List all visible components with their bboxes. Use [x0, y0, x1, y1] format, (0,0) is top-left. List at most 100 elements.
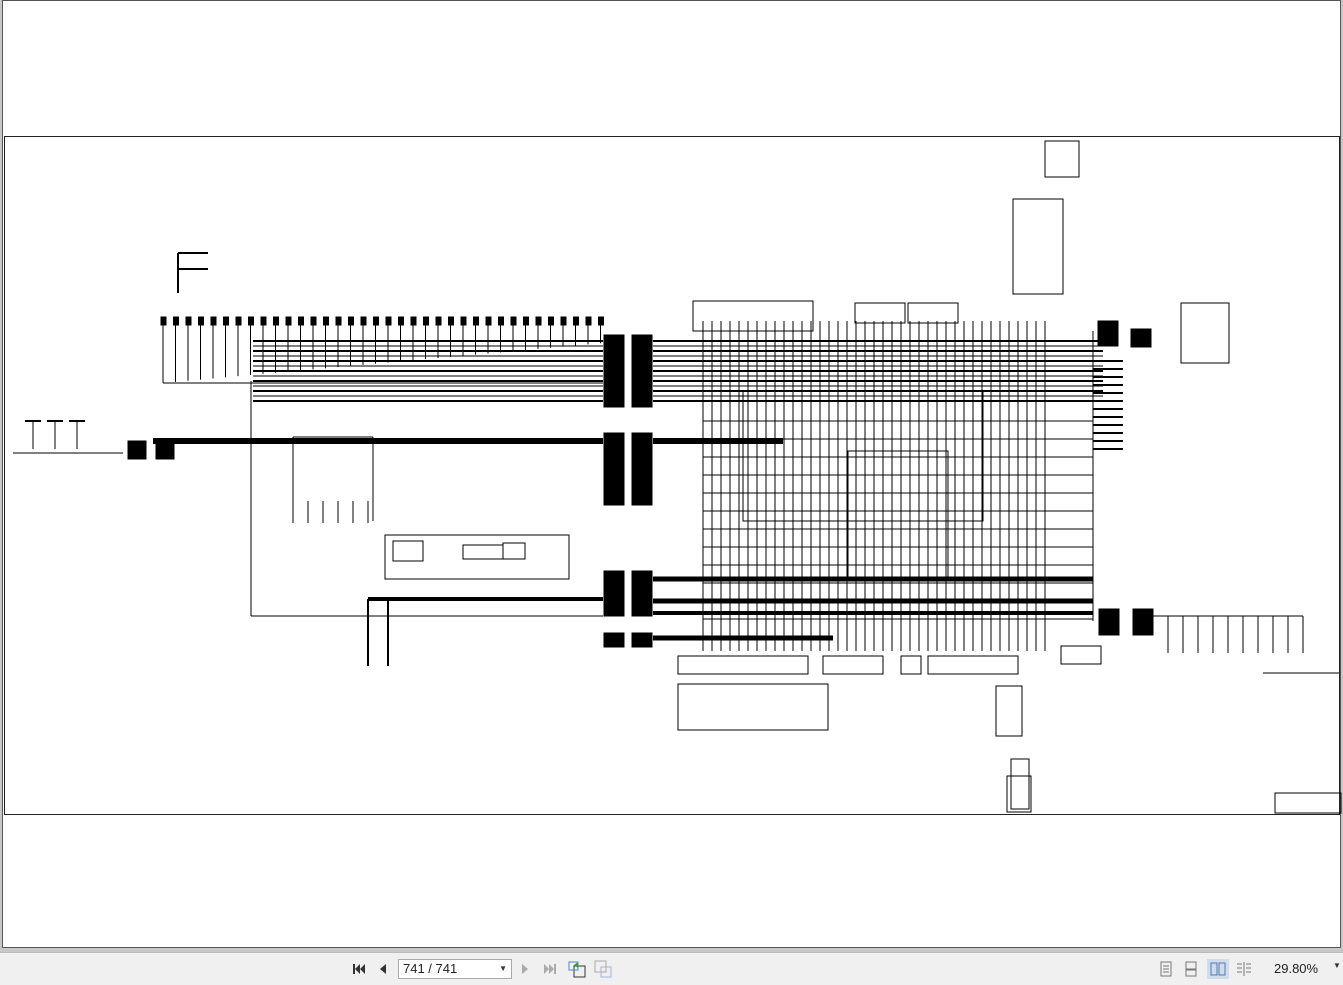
- connector-block: [603, 570, 625, 617]
- sensor-connector: [335, 316, 342, 326]
- sensor-connector: [235, 316, 242, 326]
- sensor-connector: [573, 316, 579, 326]
- two-page-continuous-icon: [1237, 962, 1251, 976]
- continuous-icon: [1185, 961, 1197, 977]
- previous-page-button[interactable]: [376, 959, 390, 979]
- single-page-icon: [1160, 961, 1172, 977]
- relay-module: [384, 534, 570, 580]
- module-header: [692, 300, 814, 332]
- continuous-view-button[interactable]: [1182, 959, 1200, 979]
- sensor-connector: [248, 316, 254, 326]
- last-page-icon: [544, 964, 556, 974]
- connector-block: [631, 632, 653, 648]
- first-page-button[interactable]: [350, 959, 368, 979]
- ecu-connector: [677, 655, 809, 675]
- previous-view-icon: [568, 961, 586, 978]
- connector-block: [631, 570, 653, 617]
- sensor-connector: [323, 316, 329, 326]
- last-page-button[interactable]: [541, 959, 559, 979]
- component-box: [1006, 775, 1032, 813]
- sensor-connector: [310, 316, 317, 326]
- sensor-connector: [510, 316, 517, 326]
- two-page-continuous-view-button[interactable]: [1235, 959, 1253, 979]
- sensor-connector: [260, 316, 267, 326]
- first-page-icon: [353, 964, 365, 974]
- two-page-icon: [1210, 962, 1226, 976]
- sensor-connector: [385, 316, 392, 326]
- connector-block: [631, 334, 653, 408]
- chevron-down-icon[interactable]: ▼: [499, 964, 507, 973]
- sensor-connector: [348, 316, 354, 326]
- sensor-connector: [498, 316, 504, 326]
- connector: [155, 440, 175, 460]
- drawing-frame: [4, 136, 1340, 815]
- connector: [1130, 328, 1152, 348]
- page-indicator: 741 / 741: [403, 961, 458, 976]
- component-box: [995, 685, 1023, 737]
- sensor-connector: [560, 316, 567, 326]
- previous-view-button[interactable]: [567, 959, 587, 979]
- ecu-connector: [822, 655, 884, 675]
- sensor-connector: [298, 316, 304, 326]
- ecu-connector: [927, 655, 1019, 675]
- connector: [127, 440, 147, 460]
- connector-block: [603, 432, 625, 506]
- two-page-view-button[interactable]: [1207, 959, 1229, 979]
- sensor-connector: [360, 316, 367, 326]
- connector-block: [603, 334, 625, 408]
- connector-block: [603, 632, 625, 648]
- next-page-button[interactable]: [518, 959, 532, 979]
- component-box: [677, 683, 829, 731]
- page-number-input[interactable]: 741 / 741 ▼: [398, 959, 512, 979]
- relay: [462, 544, 504, 560]
- component-box: [1044, 140, 1080, 178]
- sensor-connector: [373, 316, 379, 326]
- zoom-dropdown-icon[interactable]: ▼: [1333, 961, 1341, 970]
- relay: [502, 542, 526, 560]
- viewer-toolbar: 741 / 741 ▼ 29.80% ▼: [0, 952, 1343, 985]
- wiring-diagram: [13, 140, 1342, 814]
- zoom-level[interactable]: 29.80%: [1274, 961, 1319, 976]
- connector: [1132, 608, 1154, 636]
- single-page-view-button[interactable]: [1157, 959, 1175, 979]
- module-header: [907, 302, 959, 324]
- connector: [1098, 608, 1120, 636]
- sensor-connector: [223, 316, 229, 326]
- sensor-connector: [285, 316, 292, 326]
- sensor-connector: [198, 316, 204, 326]
- component-box: [1010, 758, 1030, 810]
- connector-block: [631, 432, 653, 506]
- sensor-connector: [210, 316, 217, 326]
- ecu-connector: [1060, 645, 1102, 665]
- ecu-connector: [900, 655, 922, 675]
- sensor-connector: [485, 316, 492, 326]
- connector: [1097, 320, 1119, 347]
- pdf-page: [2, 0, 1342, 948]
- component-box: [1180, 302, 1230, 364]
- next-view-button[interactable]: [593, 959, 613, 979]
- sensor-connector: [273, 316, 279, 326]
- sensor-connector: [548, 316, 554, 326]
- sensor-connector: [398, 316, 404, 326]
- wire-loop: [847, 450, 949, 582]
- sensor-connector: [160, 316, 167, 326]
- module-header: [854, 302, 906, 324]
- previous-page-icon: [380, 964, 386, 974]
- sensor-connector: [460, 316, 467, 326]
- wire-loop: [742, 390, 984, 522]
- next-page-icon: [522, 964, 528, 974]
- title-block: [1274, 792, 1342, 814]
- next-view-icon: [594, 960, 612, 978]
- sensor-connector: [410, 316, 417, 326]
- sensor-connector: [473, 316, 479, 326]
- sensor-connector: [423, 316, 429, 326]
- component-box: [1012, 198, 1064, 295]
- relay: [392, 540, 424, 562]
- sensor-connector: [185, 316, 192, 326]
- sensor-connector: [435, 316, 442, 326]
- sensor-connector: [535, 316, 542, 326]
- sensor-connector: [585, 316, 592, 326]
- sensor-connector: [523, 316, 529, 326]
- sensor-connector: [173, 316, 179, 326]
- sensor-connector: [598, 316, 604, 326]
